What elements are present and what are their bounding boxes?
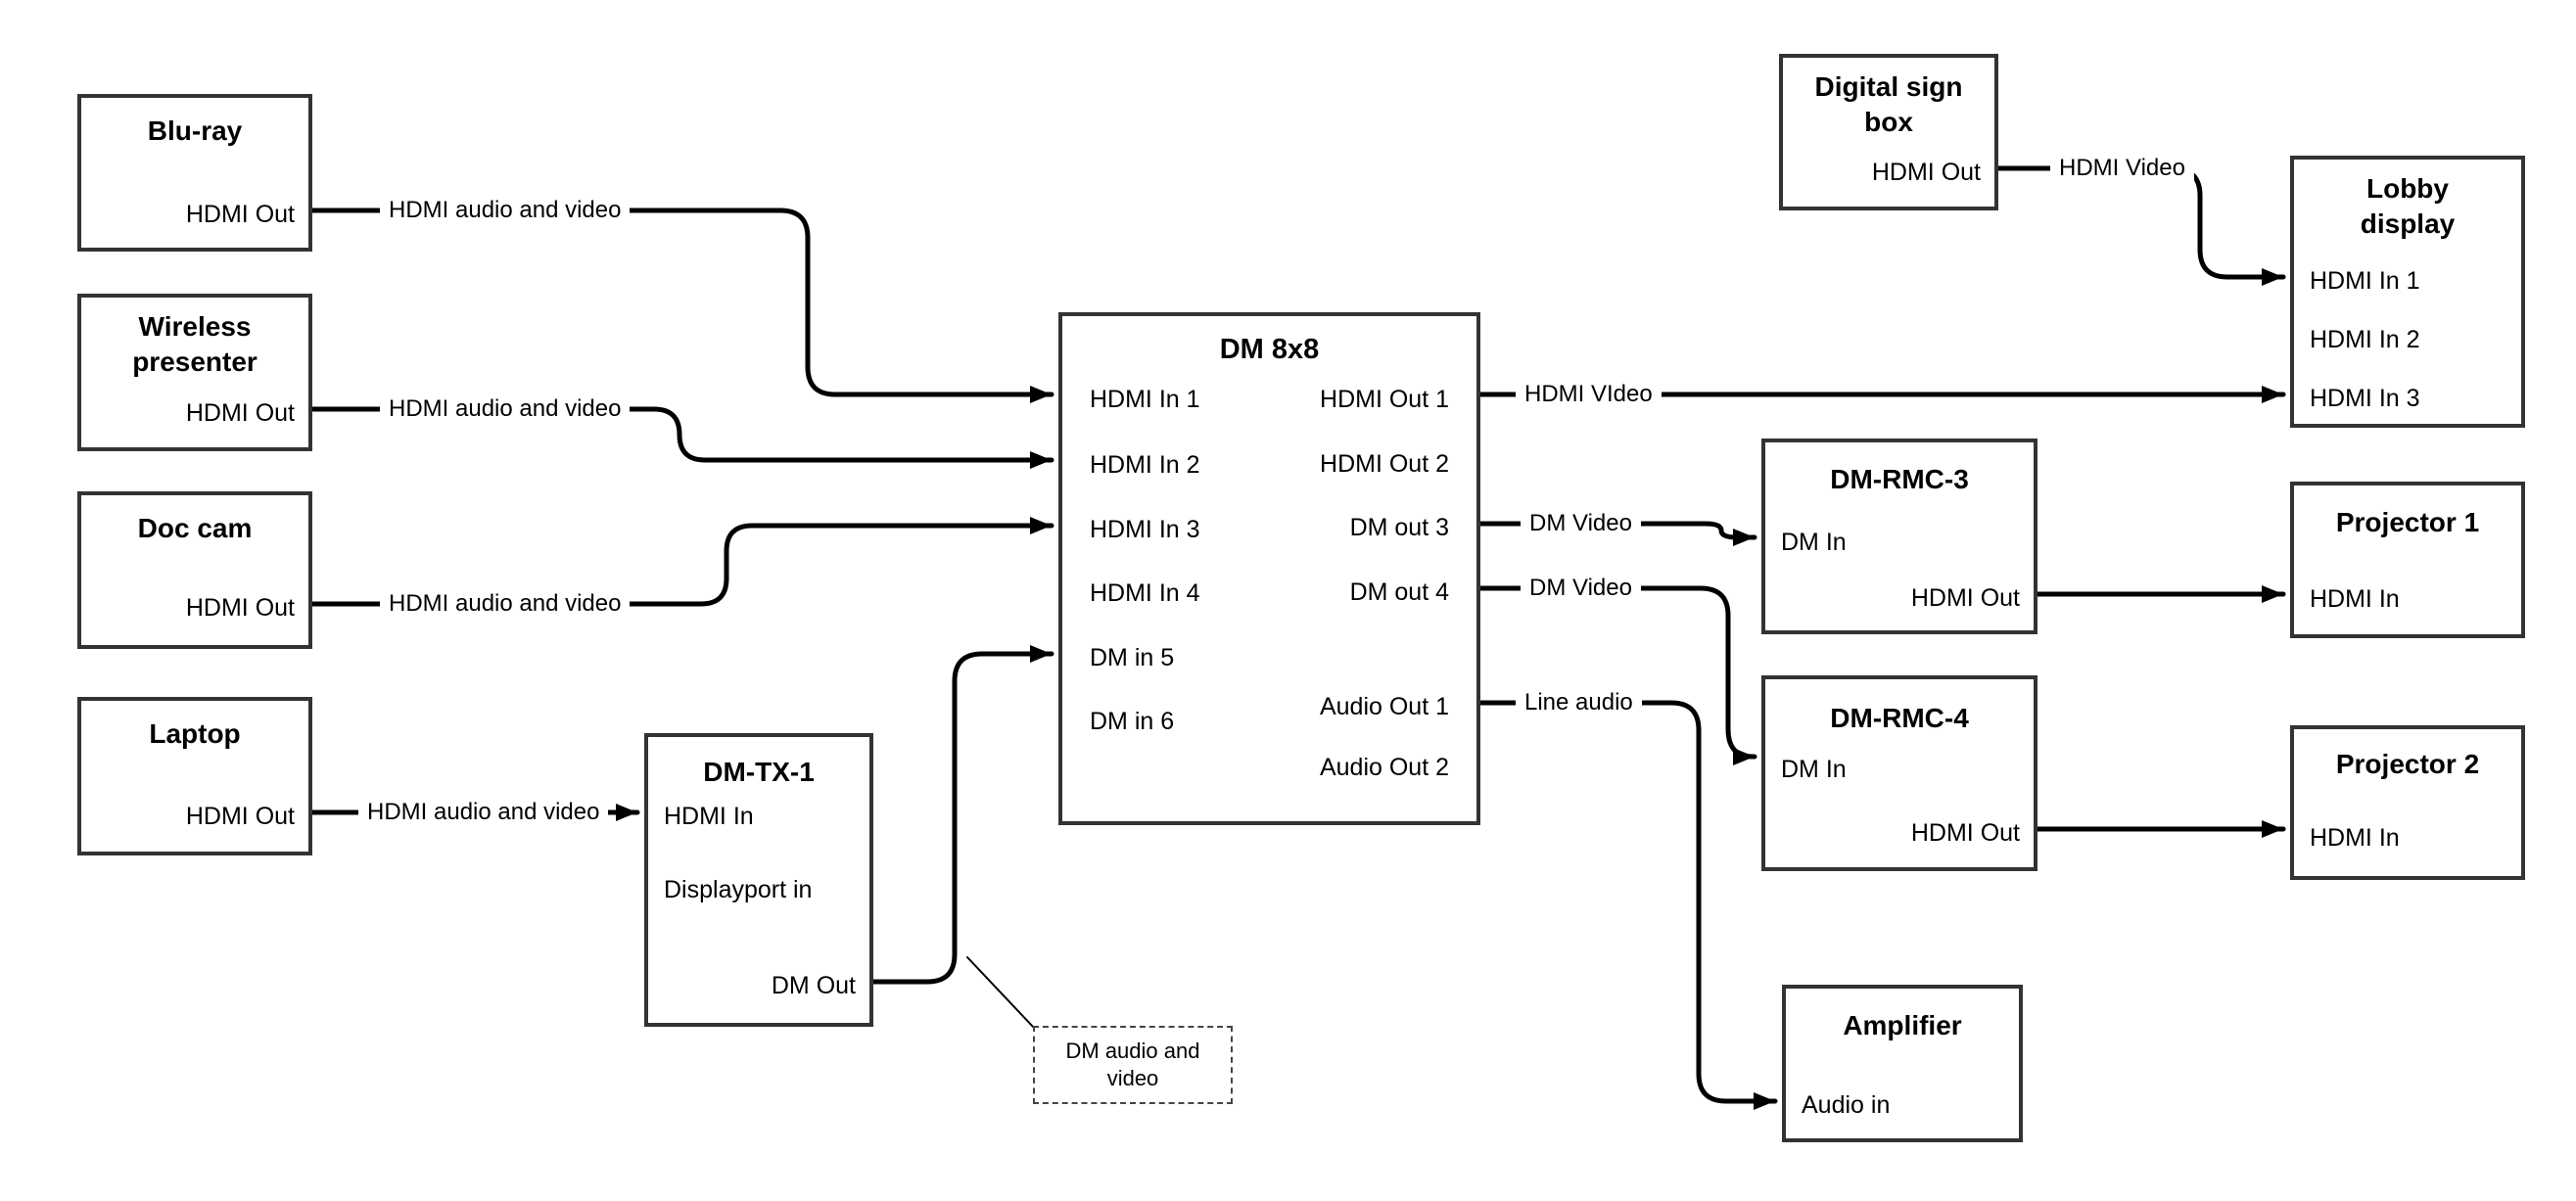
port-hdmi-out-2: HDMI Out 2 xyxy=(1320,450,1449,478)
wire-digitalsign-to-lobby-in1 xyxy=(1995,165,2286,286)
node-lobby-display: Lobby display HDMI In 1 HDMI In 2 HDMI I… xyxy=(2290,156,2525,428)
port-displayport-in: Displayport in xyxy=(664,876,813,903)
wire-label-hdmi-audio-video-2: HDMI audio and video xyxy=(380,394,631,424)
node-dm-8x8: DM 8x8 HDMI In 1 HDMI In 2 HDMI In 3 HDM… xyxy=(1058,312,1480,825)
wire-label-hdmi-audio-video-4: HDMI audio and video xyxy=(358,798,609,827)
node-dm-rmc-3: DM-RMC-3 DM In HDMI Out xyxy=(1761,439,2037,634)
wire-dmtx1-to-dm-in5 xyxy=(870,645,1054,985)
wire-dmout4-to-dmrmc4 xyxy=(1477,585,1757,765)
node-digital-sign-box: Digital sign box HDMI Out xyxy=(1779,54,1998,210)
node-title: Blu-ray xyxy=(147,115,243,146)
node-title: DM 8x8 xyxy=(1219,334,1320,365)
node-amplifier: Amplifier Audio in xyxy=(1782,985,2023,1142)
port-hdmi-in: HDMI In xyxy=(2310,824,2400,852)
port-dm-in: DM In xyxy=(1781,756,1847,783)
port-audio-out-1: Audio Out 1 xyxy=(1319,693,1449,720)
port-dm-in: DM In xyxy=(1781,529,1847,556)
port-hdmi-out: HDMI Out xyxy=(185,803,295,830)
wire-bluray-to-hdmi-in1 xyxy=(309,208,1054,403)
wire-label-line-audio: Line audio xyxy=(1516,688,1642,717)
node-title: Doc cam xyxy=(137,513,253,543)
port-hdmi-out: HDMI Out xyxy=(1910,584,2020,612)
wire-label-hdmi-audio-video-3: HDMI audio and video xyxy=(380,589,631,619)
wire-dmout3-to-dmrmc3 xyxy=(1477,521,1757,546)
port-hdmi-out-1: HDMI Out 1 xyxy=(1320,386,1449,413)
node-title: DM-RMC-3 xyxy=(1830,464,1969,494)
wire-label-dm-video-3: DM Video xyxy=(1521,509,1641,538)
node-title: DM-TX-1 xyxy=(703,757,815,787)
port-hdmi-in-3: HDMI In 3 xyxy=(2310,385,2420,412)
port-dm-out-3: DM out 3 xyxy=(1349,514,1449,541)
wire-doccam-to-hdmi-in3 xyxy=(309,517,1054,607)
port-hdmi-in-1: HDMI In 1 xyxy=(1090,386,1200,413)
port-hdmi-in-3: HDMI In 3 xyxy=(1090,516,1200,543)
port-hdmi-in-1: HDMI In 1 xyxy=(2310,267,2420,295)
wire-label-hdmi-video-sign: HDMI Video xyxy=(2050,154,2194,183)
wire-audioout1-to-amp xyxy=(1477,700,1778,1110)
node-title: Projector 2 xyxy=(2335,749,2480,779)
wire-label-hdmi-video-out1: HDMI VIdeo xyxy=(1516,380,1662,409)
node-bluray: Blu-ray HDMI Out xyxy=(77,94,312,252)
port-hdmi-out: HDMI Out xyxy=(185,594,295,622)
node-title: Amplifier xyxy=(1843,1010,1962,1040)
node-laptop: Laptop HDMI Out xyxy=(77,697,312,855)
port-dm-out-4: DM out 4 xyxy=(1349,578,1449,606)
port-dm-in-5: DM in 5 xyxy=(1090,644,1175,671)
node-title: DM-RMC-4 xyxy=(1830,703,1969,733)
port-hdmi-in-2: HDMI In 2 xyxy=(2310,326,2420,353)
port-audio-in: Audio in xyxy=(1802,1091,1891,1119)
node-doc-cam: Doc cam HDMI Out xyxy=(77,491,312,649)
note-dm-audio-and-video: DM audio and video xyxy=(1033,1026,1233,1104)
note-leader-line xyxy=(966,956,1035,1029)
wire-label-dm-video-4: DM Video xyxy=(1521,574,1641,603)
port-hdmi-in-4: HDMI In 4 xyxy=(1090,579,1200,607)
node-title: Lobby display xyxy=(2360,173,2456,239)
wire-wireless-to-hdmi-in2 xyxy=(309,406,1054,469)
node-title: Digital sign box xyxy=(1814,71,1963,137)
port-hdmi-in: HDMI In xyxy=(664,803,754,830)
node-title: Projector 1 xyxy=(2335,507,2480,537)
port-hdmi-out: HDMI Out xyxy=(185,399,295,427)
node-title: Laptop xyxy=(149,718,241,749)
port-audio-out-2: Audio Out 2 xyxy=(1319,754,1449,781)
port-dm-out: DM Out xyxy=(771,972,856,999)
port-hdmi-out: HDMI Out xyxy=(185,201,295,228)
node-dm-tx-1: DM-TX-1 HDMI In Displayport in DM Out xyxy=(644,733,873,1027)
port-hdmi-in: HDMI In xyxy=(2310,585,2400,613)
node-projector-1: Projector 1 HDMI In xyxy=(2290,482,2525,638)
port-dm-in-6: DM in 6 xyxy=(1090,708,1175,735)
node-wireless-presenter: Wireless presenter HDMI Out xyxy=(77,294,312,451)
node-title: Wireless presenter xyxy=(132,311,258,377)
node-dm-rmc-4: DM-RMC-4 DM In HDMI Out xyxy=(1761,675,2037,871)
port-hdmi-in-2: HDMI In 2 xyxy=(1090,451,1200,479)
port-hdmi-out: HDMI Out xyxy=(1871,159,1981,186)
node-projector-2: Projector 2 HDMI In xyxy=(2290,725,2525,880)
port-hdmi-out: HDMI Out xyxy=(1910,819,2020,847)
wire-label-hdmi-audio-video-1: HDMI audio and video xyxy=(380,196,631,225)
